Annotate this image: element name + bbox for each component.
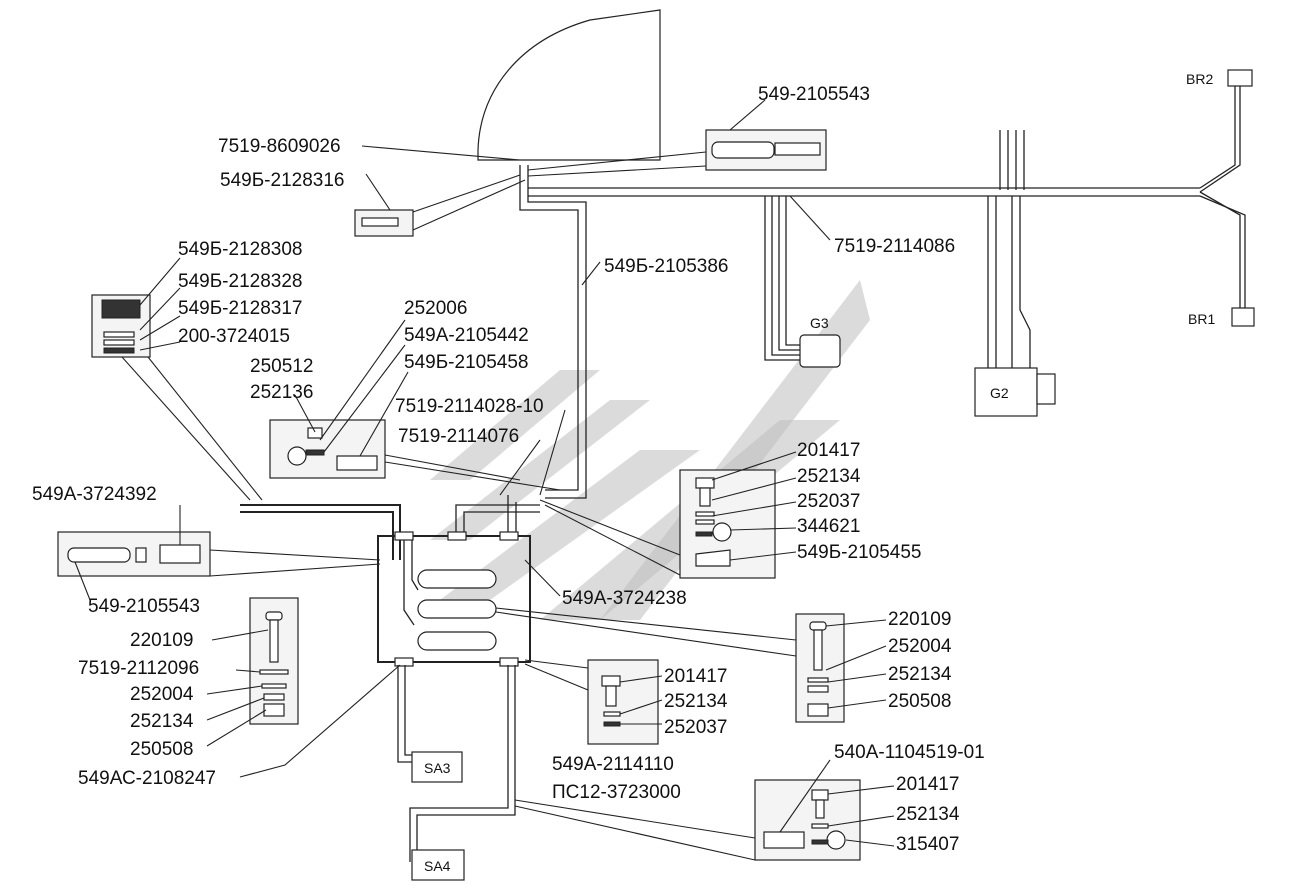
- label-250512: 250512: [250, 356, 313, 377]
- g2-box: [974, 367, 1038, 417]
- label-250508-left: 250508: [130, 739, 193, 760]
- label-7519-2112096: 7519-2112096: [78, 658, 199, 679]
- label-549-2105543-top: 549-2105543: [758, 84, 870, 105]
- br1-connector: [1231, 307, 1255, 327]
- label-252037-a: 252037: [797, 491, 860, 512]
- cab-fender: [477, 9, 661, 161]
- label-315407: 315407: [896, 834, 959, 855]
- label-pc12-3723000: ПС12-3723000: [552, 782, 681, 803]
- cable-tie-top: [711, 141, 775, 159]
- label-549b-2105458: 549Б-2105458: [404, 352, 528, 373]
- label-252006: 252006: [404, 298, 467, 319]
- label-549b-2128328: 549Б-2128328: [178, 271, 302, 292]
- label-252134-c: 252134: [896, 804, 960, 825]
- sa4-label: SA4: [424, 858, 451, 874]
- br2-connector: [1227, 69, 1253, 87]
- label-252134-right: 252134: [888, 664, 952, 685]
- g3-label: G3: [810, 315, 829, 331]
- main-harness: [519, 85, 1246, 499]
- label-252037-b: 252037: [664, 717, 727, 738]
- label-549b-2128317: 549Б-2128317: [178, 298, 302, 319]
- label-201417-b: 201417: [664, 666, 727, 687]
- label-7519-2114028-10: 7519-2114028-10: [395, 396, 544, 417]
- label-252134-left: 252134: [130, 711, 194, 732]
- label-252004-left: 252004: [130, 684, 194, 705]
- label-549-2105543-left: 549-2105543: [88, 596, 200, 617]
- clamp-ring: [287, 446, 307, 466]
- label-7519-2114086: 7519-2114086: [834, 236, 955, 257]
- sa3-label: SA3: [424, 760, 451, 776]
- label-200-3724015: 200-3724015: [178, 326, 290, 347]
- label-549a-2114110: 549А-2114110: [552, 754, 674, 775]
- label-220109-left: 220109: [130, 630, 193, 651]
- br2-label: BR2: [1186, 71, 1213, 87]
- relay-connector-2: [417, 599, 497, 619]
- cable-tie-top-tail: [774, 142, 821, 156]
- relay-connector-3: [417, 631, 497, 651]
- label-220109-right: 220109: [888, 609, 951, 630]
- label-549a-3724238: 549А-3724238: [562, 588, 687, 609]
- detail-box-bolt-b: [587, 659, 659, 745]
- label-252004-right: 252004: [888, 636, 952, 657]
- label-549b-2105455: 549Б-2105455: [797, 542, 921, 563]
- br1-label: BR1: [1188, 311, 1215, 327]
- label-549b-2105386: 549Б-2105386: [604, 256, 728, 277]
- relay-connector-1: [417, 569, 497, 589]
- label-549a-2105442: 549А-2105442: [404, 325, 529, 346]
- label-344621: 344621: [797, 516, 860, 537]
- label-201417-a: 201417: [797, 440, 860, 461]
- g3-connector: [799, 334, 841, 368]
- label-201417-c: 201417: [896, 774, 959, 795]
- label-252136: 252136: [250, 382, 313, 403]
- label-7519-8609026: 7519-8609026: [218, 136, 341, 157]
- label-252134-b: 252134: [664, 691, 728, 712]
- sa4-switch: [411, 849, 465, 881]
- label-540a-1104519-01: 540А-1104519-01: [834, 742, 985, 763]
- sa3-switch: [411, 751, 463, 783]
- label-250508-right: 250508: [888, 691, 951, 712]
- label-549ac-2108247: 549АС-2108247: [78, 768, 216, 789]
- label-549b-2128316: 549Б-2128316: [220, 170, 344, 191]
- label-549b-2128308: 549Б-2128308: [178, 239, 302, 260]
- label-252134-a: 252134: [797, 466, 861, 487]
- g2-plug: [1036, 373, 1056, 405]
- label-549a-3724392: 549А-3724392: [32, 484, 157, 505]
- g2-label: G2: [990, 385, 1009, 401]
- label-7519-2114076: 7519-2114076: [398, 426, 519, 447]
